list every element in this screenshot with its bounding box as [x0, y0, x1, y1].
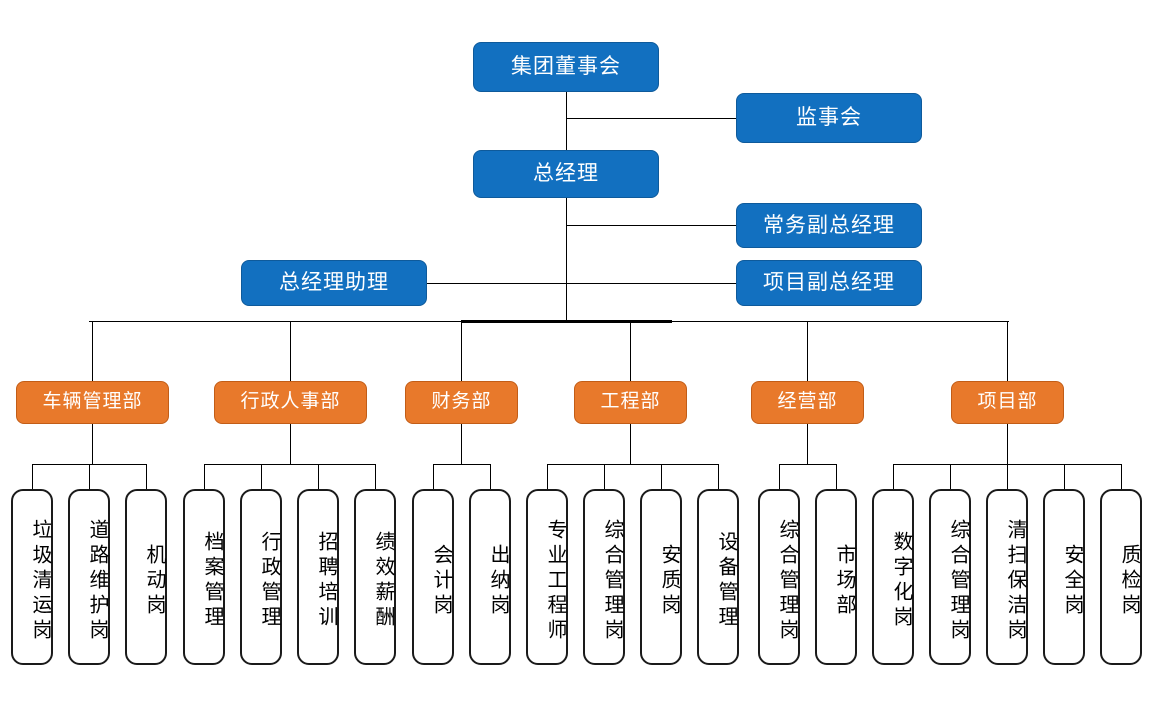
- connector-dept3-bar: [433, 464, 491, 465]
- node-position-project-general-management[interactable]: 综合管理岗: [929, 489, 971, 665]
- node-position-waste-transport[interactable]: 垃圾清运岗: [11, 489, 53, 665]
- connector-dept5-stem: [807, 424, 808, 464]
- connector-assistant-to-gm-stem: [427, 283, 567, 284]
- node-department-project[interactable]: 项目部: [951, 381, 1064, 424]
- node-position-admin-management[interactable]: 行政管理: [240, 489, 282, 665]
- node-position-performance-compensation[interactable]: 绩效薪酬: [354, 489, 396, 665]
- connector-bus-to-dept-2: [290, 321, 291, 381]
- connector-dept6-stem: [1007, 424, 1008, 464]
- connector-bus-to-dept-4: [630, 321, 631, 381]
- connector-dept1-drop-3: [146, 464, 147, 489]
- connector-bus-to-dept-3: [461, 321, 462, 381]
- connector-dept4-drop-2: [604, 464, 605, 489]
- connector-dept6-drop-3: [1007, 464, 1008, 489]
- connector-bus-to-dept-5: [807, 321, 808, 381]
- node-department-vehicle-management[interactable]: 车辆管理部: [16, 381, 169, 424]
- node-project-vice-manager[interactable]: 项目副总经理: [736, 260, 922, 306]
- connector-dept4-drop-4: [718, 464, 719, 489]
- node-department-operations[interactable]: 经营部: [751, 381, 864, 424]
- node-board-of-directors[interactable]: 集团董事会: [473, 42, 659, 92]
- connector-dept2-stem: [290, 424, 291, 464]
- connector-dept5-bar: [779, 464, 837, 465]
- connector-dept1-drop-1: [32, 464, 33, 489]
- department-bus-line-emphasis: [461, 320, 672, 323]
- connector-dept6-drop-1: [893, 464, 894, 489]
- connector-dept2-drop-3: [318, 464, 319, 489]
- connector-dept4-drop-3: [661, 464, 662, 489]
- node-department-finance[interactable]: 财务部: [405, 381, 518, 424]
- connector-bus-to-dept-1: [92, 321, 93, 381]
- node-position-quality-inspection[interactable]: 质检岗: [1100, 489, 1142, 665]
- connector-gm-to-exec-vice: [566, 225, 736, 226]
- connector-dept3-drop-1: [433, 464, 434, 489]
- node-position-engineering-general-management[interactable]: 综合管理岗: [583, 489, 625, 665]
- connector-dept2-bar: [204, 464, 376, 465]
- connector-gm-to-project-vice: [566, 283, 736, 284]
- node-position-marketing[interactable]: 市场部: [815, 489, 857, 665]
- connector-dept2-drop-2: [261, 464, 262, 489]
- node-position-road-maintenance[interactable]: 道路维护岗: [68, 489, 110, 665]
- node-department-admin-hr[interactable]: 行政人事部: [214, 381, 367, 424]
- node-position-operations-general-management[interactable]: 综合管理岗: [758, 489, 800, 665]
- connector-dept6-drop-4: [1064, 464, 1065, 489]
- connector-dept4-stem: [630, 424, 631, 464]
- connector-dept1-stem: [92, 424, 93, 464]
- connector-dept6-drop-5: [1121, 464, 1122, 489]
- node-supervisory-board[interactable]: 监事会: [736, 93, 922, 143]
- connector-dept3-stem: [461, 424, 462, 464]
- connector-dept5-drop-2: [836, 464, 837, 489]
- node-position-accounting[interactable]: 会计岗: [412, 489, 454, 665]
- connector-dept4-bar: [547, 464, 719, 465]
- connector-dept1-drop-2: [89, 464, 90, 489]
- node-position-cleaning-sanitation[interactable]: 清扫保洁岗: [986, 489, 1028, 665]
- node-position-digitalization[interactable]: 数字化岗: [872, 489, 914, 665]
- connector-dept5-drop-1: [779, 464, 780, 489]
- node-position-equipment-management[interactable]: 设备管理: [697, 489, 739, 665]
- node-position-mobile-duty[interactable]: 机动岗: [125, 489, 167, 665]
- node-position-archive-management[interactable]: 档案管理: [183, 489, 225, 665]
- connector-gm-stem-to-supervisory: [566, 118, 736, 119]
- connector-dept2-drop-4: [375, 464, 376, 489]
- node-general-manager[interactable]: 总经理: [473, 150, 659, 198]
- node-position-professional-engineer[interactable]: 专业工程师: [526, 489, 568, 665]
- connector-bus-to-dept-6: [1007, 321, 1008, 381]
- connector-dept2-drop-1: [204, 464, 205, 489]
- connector-dept6-drop-2: [950, 464, 951, 489]
- node-position-safety[interactable]: 安全岗: [1043, 489, 1085, 665]
- node-gm-assistant[interactable]: 总经理助理: [241, 260, 427, 306]
- node-position-cashier[interactable]: 出纳岗: [469, 489, 511, 665]
- node-executive-vice-manager[interactable]: 常务副总经理: [736, 203, 922, 248]
- node-position-safety-quality[interactable]: 安质岗: [640, 489, 682, 665]
- connector-gm-to-bus: [566, 198, 567, 322]
- node-department-engineering[interactable]: 工程部: [574, 381, 687, 424]
- node-position-recruitment-training[interactable]: 招聘培训: [297, 489, 339, 665]
- connector-dept3-drop-2: [490, 464, 491, 489]
- connector-dept4-drop-1: [547, 464, 548, 489]
- connector-board-to-gm: [566, 92, 567, 152]
